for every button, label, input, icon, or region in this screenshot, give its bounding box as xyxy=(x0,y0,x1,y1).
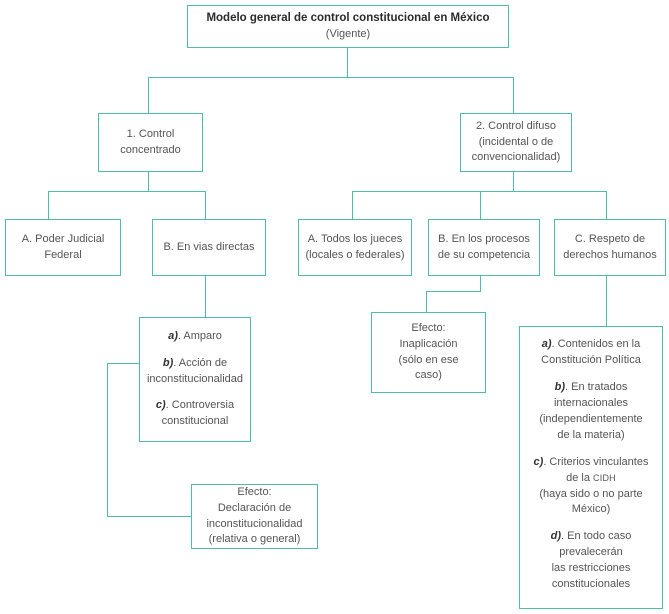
dh-item-d-label: d) xyxy=(550,530,562,543)
efecto-declaracion-line2: Declaración de xyxy=(217,501,292,514)
vias-item-c-text: . Controversia xyxy=(165,399,235,412)
box-derechos-humanos-list: a). Contenidos en la Constitución Políti… xyxy=(519,326,663,609)
vias-item-c-text2: constitucional xyxy=(161,415,229,428)
connector-vias-to-list xyxy=(205,276,207,317)
connector-list-left xyxy=(107,363,160,365)
dh-item-c-cidh-acronym: CIDH xyxy=(593,472,616,483)
box-efecto-declaracion: Efecto: Declaración de inconstitucionali… xyxy=(191,484,318,549)
connector-split-concentrado xyxy=(48,191,206,193)
connector-procesos-down xyxy=(480,276,482,292)
efecto-inaplicacion-line1: Efecto: xyxy=(411,321,446,334)
dh-item-d-text4: constitucionales xyxy=(551,578,631,591)
box-respeto-derechos-humanos: C. Respeto de derechos humanos xyxy=(554,219,666,276)
control-difuso-line1: 2. Control difuso xyxy=(475,119,557,132)
dh-item-c-label: c) xyxy=(533,455,544,468)
dh-item-b-text3: (independientemente xyxy=(539,412,643,425)
connector-to-procesos xyxy=(480,191,482,219)
efecto-inaplicacion-line4: caso) xyxy=(415,369,442,382)
connector-list-to-efecto xyxy=(107,516,192,518)
title-box: Modelo general de control constitucional… xyxy=(187,5,509,48)
box-todos-los-jueces: A. Todos los jueces (locales o federales… xyxy=(298,219,412,276)
box-vias-directas: B. En vias directas xyxy=(152,219,266,276)
vias-directas-line1: B. En vias directas xyxy=(163,240,255,253)
dh-item-a-text2: Constitución Política xyxy=(541,353,641,366)
efecto-declaracion-line3: inconstitucionalidad xyxy=(206,517,303,530)
control-concentrado-line1: 1. Control xyxy=(126,127,175,140)
efecto-inaplicacion-line3: (sólo en ese xyxy=(398,353,459,366)
vias-item-a-label: a) xyxy=(168,329,178,342)
box-efecto-inaplicacion: Efecto: Inaplicación (sólo en ese caso) xyxy=(371,312,486,393)
respeto-dh-line2: derechos humanos xyxy=(563,248,657,261)
efecto-declaracion-line1: Efecto: xyxy=(237,485,272,498)
control-concentrado-line2: concentrado xyxy=(120,143,181,156)
connector-split-difuso xyxy=(352,191,607,193)
efecto-inaplicacion-line2: Inaplicación xyxy=(399,337,458,350)
connector-to-difuso xyxy=(513,77,515,113)
todos-jueces-line1: A. Todos los jueces xyxy=(307,232,403,245)
dh-item-a-label: a) xyxy=(541,338,552,350)
connector-concentrado-down xyxy=(148,172,150,192)
dh-item-a: a). Contenidos en la Constitución Políti… xyxy=(541,337,641,369)
control-difuso-line2: (incidental o de xyxy=(478,135,554,148)
dh-item-c-text4: México) xyxy=(571,503,611,516)
connector-to-todos-jueces xyxy=(352,191,354,219)
dh-item-a-text: . Contenidos en la xyxy=(551,338,641,350)
connector-procesos-left xyxy=(426,291,481,293)
efecto-declaracion-line4: (relativa o general) xyxy=(208,533,301,546)
dh-item-d-text: . En todo caso xyxy=(561,530,632,543)
dh-item-b-text4: de la materia) xyxy=(557,428,625,441)
vias-item-b: b). Acción de inconstitucionalidad xyxy=(147,356,243,388)
dh-item-c-text2-pre: de la xyxy=(566,471,594,484)
vias-item-b-label: b) xyxy=(162,356,174,369)
procesos-line2: de su competencia xyxy=(437,248,531,261)
title-sub-text: (Vigente) xyxy=(325,27,371,40)
dh-item-d-text3: las restricciones xyxy=(551,562,631,575)
connector-procesos-to-efecto xyxy=(426,291,428,312)
respeto-dh-line1: C. Respeto de xyxy=(574,232,646,245)
vias-item-a: a). Amparo xyxy=(168,329,222,345)
dh-item-b-label: b) xyxy=(554,380,565,393)
connector-respeto-to-list xyxy=(606,276,608,326)
vias-item-c-label: c) xyxy=(155,399,166,412)
connector-split-level2 xyxy=(148,77,514,79)
connector-list-down xyxy=(107,363,109,517)
connector-to-concentrado xyxy=(148,77,150,113)
dh-item-c-text: . Criterios vinculantes xyxy=(543,455,649,468)
dh-item-b-text2: internacionales xyxy=(553,396,628,409)
dh-item-c-text3: (haya sido o no parte xyxy=(539,487,643,500)
box-procesos-competencia: B. En los procesos de su competencia xyxy=(428,219,540,276)
dh-item-d: d). En todo caso prevalecerán las restri… xyxy=(551,529,632,593)
vias-item-b-text2: inconstitucionalidad xyxy=(146,372,243,385)
vias-item-b-text: . Acción de xyxy=(173,356,228,369)
title-main-text: Modelo general de control constitucional… xyxy=(206,11,490,24)
box-control-difuso: 2. Control difuso (incidental o de conve… xyxy=(460,113,572,172)
poder-judicial-line2: Federal xyxy=(44,248,82,261)
box-vias-directas-list: a). Amparo b). Acción de inconstituciona… xyxy=(139,317,251,442)
dh-item-c: c). Criterios vinculantes de la CIDH (ha… xyxy=(534,455,649,519)
connector-to-poder-judicial xyxy=(48,191,50,219)
vias-item-a-text: . Amparo xyxy=(177,329,222,342)
connector-to-respeto-dh xyxy=(606,191,608,219)
control-difuso-line3: convencionalidad) xyxy=(471,151,561,164)
procesos-line1: B. En los procesos xyxy=(438,232,530,245)
vias-item-c: c). Controversia constitucional xyxy=(156,398,234,430)
dh-item-d-text2: prevalecerán xyxy=(559,546,623,559)
dh-item-b: b). En tratados internacionales (indepen… xyxy=(539,380,642,444)
box-poder-judicial-federal: A. Poder Judicial Federal xyxy=(5,219,121,276)
poder-judicial-line1: A. Poder Judicial xyxy=(21,232,105,245)
todos-jueces-line2: (locales o federales) xyxy=(305,248,405,261)
connector-difuso-down xyxy=(513,172,515,192)
connector-title-down xyxy=(347,48,349,78)
dh-item-b-text: . En tratados xyxy=(565,380,628,393)
connector-to-vias-directas xyxy=(205,191,207,219)
box-control-concentrado: 1. Control concentrado xyxy=(98,113,203,172)
